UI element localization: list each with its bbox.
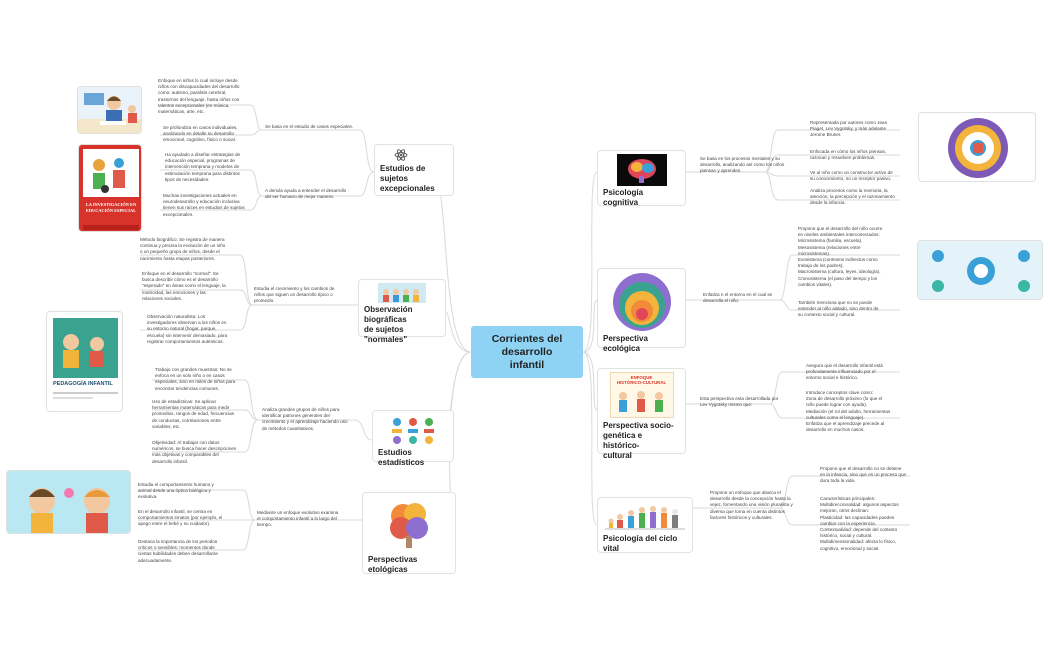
branch-entender-desarrollo: A demás ayuda a entender el desarrollo d… — [265, 188, 347, 200]
topic-estudios-estadisticos[interactable]: Estudios estadísticos — [372, 410, 454, 467]
children-group-image — [378, 283, 426, 303]
note-observacion-naturalista: Observación naturalista: Los investigado… — [147, 314, 228, 344]
kids-studying-image — [77, 86, 142, 134]
branch-enfoque-evolutivo: Mediante un enfoque evolutivo examina el… — [257, 510, 339, 528]
note-niveles-ambientales: Propone que el desarrollo del niño ocurr… — [798, 226, 883, 287]
topic-perspectivas-etologicas[interactable]: Perspectivas etológicas — [362, 492, 456, 574]
branch-entorno: Enfatiza n el entorno en el cual se desa… — [703, 292, 773, 304]
image-title: ENFOQUE HISTÓRICO-CULTURAL — [616, 375, 667, 385]
note-caracteristicas: Características principales: Multidirecc… — [820, 496, 899, 551]
note-ninos-piensan: Enfocada en cómo los niños piensan, razo… — [810, 149, 887, 161]
topic-title: Psicología cognitiva — [603, 188, 644, 207]
topic-title: Perspectiva ecológica — [603, 334, 648, 353]
topic-psicologia-cognitiva[interactable]: Psicología cognitiva — [597, 150, 686, 207]
ecological-layers-image — [612, 273, 671, 331]
note-comportamientos-innatos: En el desarrollo infantil, se centra en … — [138, 509, 223, 527]
enfoque-historico-cultural-image: ENFOQUE HISTÓRICO-CULTURAL — [609, 372, 674, 418]
branch-crecimiento: Estudia el crecimiento y los cambios de … — [254, 286, 335, 304]
note-conceptos-clave: Introduce conceptos clave como: Zona de … — [806, 390, 891, 433]
note-procesos-memoria: Analiza procesos como la memoria, la ate… — [810, 188, 895, 206]
branch-vygotsky: Esta perspectiva esta desarrollada por L… — [700, 396, 779, 408]
topic-title: Perspectivas etológicas — [368, 555, 418, 574]
topic-title: Perspectiva socio- genética e histórico-… — [603, 421, 674, 460]
topic-title: Estudios estadísticos — [378, 448, 425, 467]
book-educacion-especial-image: LA INVESTIGACIÓN EN EDUCACIÓN ESPECIAL — [78, 144, 142, 232]
book-pedagogia-infantil-image: PEDAGOGÍA INFANTIL — [46, 311, 123, 412]
branch-casos-especiales: Se basa en el estudio de casos especiale… — [265, 124, 354, 129]
note-enfoque-ninos: Enfoque en niños lo cual incluye desde n… — [158, 78, 240, 115]
note-investigaciones: Muchas investigaciones actuales en neuro… — [163, 193, 245, 217]
note-objetividad: Objetividad: Al trabajar con datos numér… — [152, 440, 237, 464]
topic-observacion-biografica[interactable]: Observación biográficas de sujetos "norm… — [358, 279, 446, 344]
note-grandes-muestras: Trabajo con grandes muestras: No se enfo… — [155, 367, 236, 391]
topic-title: Estudios de sujetos excepcionales — [380, 164, 435, 193]
central-topic[interactable]: Corrientes del desarrollo infantil — [471, 326, 583, 378]
brain-image — [616, 154, 667, 186]
topic-ciclo-vital[interactable]: Psicología del ciclo vital — [597, 497, 693, 553]
topic-perspectiva-sociogenetica[interactable]: ENFOQUE HISTÓRICO-CULTURAL Perspectiva s… — [597, 368, 686, 460]
piaget-stages-wheel-image — [918, 112, 1036, 182]
note-toda-la-vida: Propone que el desarrollo no se detiene … — [820, 466, 907, 484]
note-periodos-criticos: Destaca la importancia de los periodos c… — [138, 539, 218, 563]
note-comportamiento-humano: Estudia el comportamiento humano y anima… — [138, 482, 214, 500]
topic-title: Observación biográficas de sujetos "norm… — [364, 305, 413, 344]
book-title: LA INVESTIGACIÓN EN EDUCACIÓN ESPECIAL — [85, 202, 137, 213]
branch-grandes-grupos: Analiza grandes grupos de niños para ide… — [262, 407, 348, 431]
statistics-infographic-image — [388, 414, 438, 446]
kids-cartoon-image — [6, 470, 131, 534]
life-stages-image — [605, 506, 685, 530]
note-desarrollo-normal: Enfoque en el desarrollo "normal": Se bu… — [142, 271, 226, 301]
atom-icon — [394, 149, 408, 161]
branch-procesos-mentales: Se basa en los procesos mentales y su de… — [700, 156, 785, 174]
note-autores: Representada por autores como Jean Piage… — [810, 120, 888, 138]
central-topic-label: Corrientes del desarrollo infantil — [491, 332, 563, 371]
ecological-infographic-image — [917, 240, 1043, 300]
branch-concepcion-vejez: Propone un enfoque que abarca el desarro… — [710, 490, 793, 520]
topic-sujetos-excepcionales[interactable]: Estudios de sujetos excepcionales — [374, 144, 454, 196]
note-metodo-biografico: Método biográfico: Se registra de manera… — [140, 237, 226, 261]
note-entorno-social: Asegura que el desarrollo infantil está … — [806, 363, 883, 381]
note-casos-individuales: Se profundiza en casos individuales, ana… — [163, 125, 238, 143]
note-contexto-social: También menciona que no se puede entende… — [798, 300, 879, 318]
book-title: PEDAGOGÍA INFANTIL — [53, 381, 113, 387]
topic-perspectiva-ecologica[interactable]: Perspectiva ecológica — [597, 268, 686, 353]
note-estrategias: Ha ayudado a diseñar estrategias de educ… — [165, 152, 241, 182]
brain-colorful-image — [390, 503, 428, 548]
note-uso-estadisticas: Uso de estadísticas: Se aplican herramie… — [152, 399, 234, 429]
topic-title: Psicología del ciclo vital — [603, 534, 678, 553]
note-constructor-activo: Ve al niño como un constructor activo de… — [810, 170, 893, 182]
